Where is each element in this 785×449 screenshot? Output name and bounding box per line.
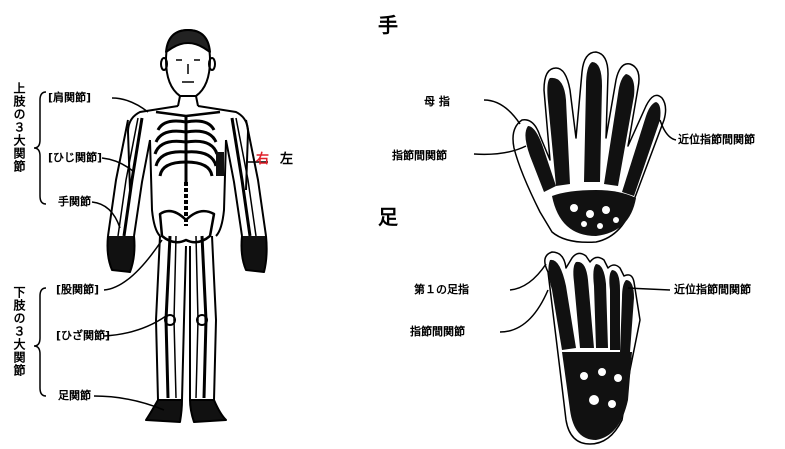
label-knee-joint: [ひざ関節] (56, 330, 110, 342)
hair (166, 30, 210, 52)
label-hand-interphalangeal: 指節間関節 (392, 150, 447, 162)
label-foot-proximal-interphalangeal: 近位指節間関節 (674, 284, 751, 296)
label-foot-interphalangeal: 指節間関節 (410, 326, 465, 338)
hand-heading: 手 (378, 14, 398, 36)
lower-limb-group-label: 下肢の３大関節 (12, 286, 25, 377)
hand-right (108, 236, 135, 272)
label-hand-proximal-interphalangeal: 近位指節間関節 (678, 134, 755, 146)
label-side-right: 右 (256, 154, 269, 166)
hand-left (242, 236, 267, 272)
label-side-left: 左 (280, 154, 293, 166)
bracket-lines (34, 92, 268, 410)
torso-outline (128, 106, 248, 190)
foot-left (190, 400, 226, 422)
upper-bracket (34, 92, 46, 204)
label-hip-joint: [股関節] (56, 284, 99, 296)
foot-diagram (545, 252, 640, 444)
label-big-toe: 第１の足指 (414, 284, 469, 296)
foot-right (146, 400, 182, 422)
label-wrist-joint: 手関節 (58, 196, 91, 208)
ear-right (209, 58, 215, 70)
body-figure (108, 30, 267, 422)
ribcage (155, 116, 217, 182)
hand-diagram (513, 52, 666, 242)
lower-bracket (34, 288, 46, 396)
label-thumb: 母 指 (424, 96, 450, 108)
label-elbow-joint: [ひじ関節] (48, 152, 102, 164)
label-ankle-joint: 足関節 (58, 390, 91, 402)
upper-limb-group-label: 上肢の３大関節 (12, 82, 25, 173)
label-shoulder-joint: [肩関節] (48, 92, 91, 104)
foot-heading: 足 (378, 206, 398, 228)
ear-left (161, 58, 167, 70)
